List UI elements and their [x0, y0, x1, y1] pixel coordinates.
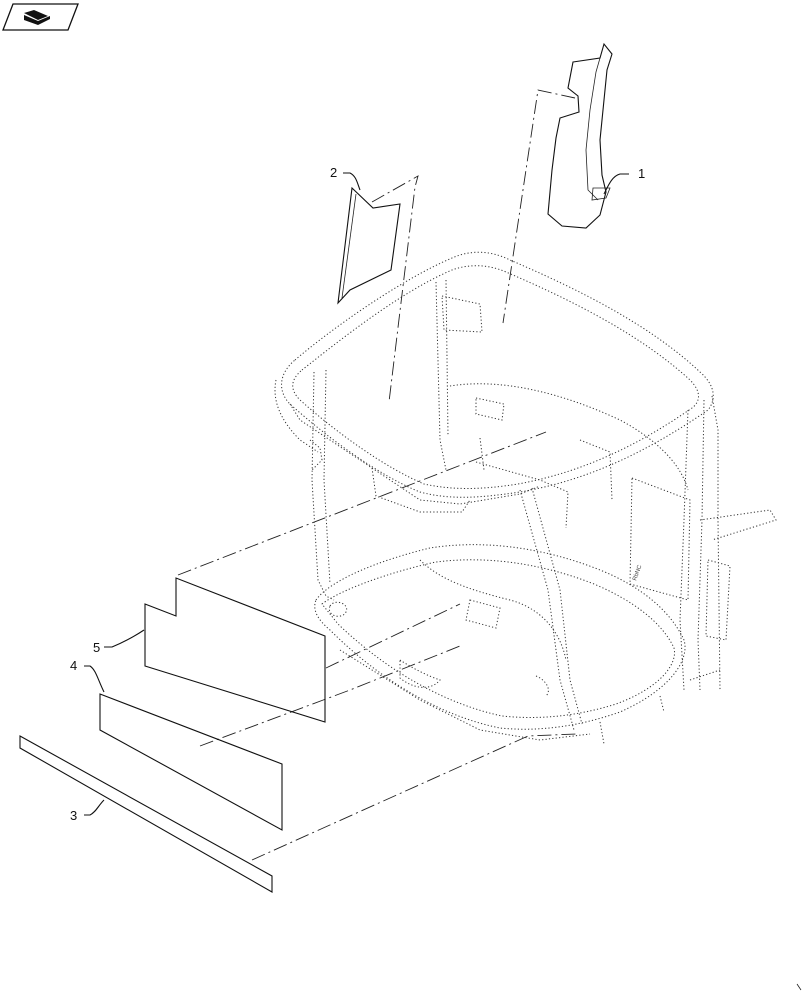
part-4-panel — [99, 693, 283, 831]
callout-1[interactable]: 1 — [638, 166, 645, 181]
callout-3[interactable]: 3 — [70, 808, 77, 823]
part-2-panel — [337, 186, 401, 305]
part-1-pillar-trim — [547, 42, 613, 229]
callout-leaders — [84, 172, 629, 816]
corner-tick — [796, 983, 802, 991]
part-5-floor-mat — [144, 577, 326, 723]
callout-5[interactable]: 5 — [93, 640, 100, 655]
book-page-icon — [24, 10, 50, 25]
cab-frame — [274, 251, 777, 745]
cab-decal-text: RbNC — [632, 564, 643, 582]
assembly-lines — [177, 89, 577, 861]
navigation-badge[interactable] — [2, 3, 79, 31]
callout-4[interactable]: 4 — [70, 658, 77, 673]
part-3-strip — [19, 735, 273, 893]
callout-2[interactable]: 2 — [330, 165, 337, 180]
